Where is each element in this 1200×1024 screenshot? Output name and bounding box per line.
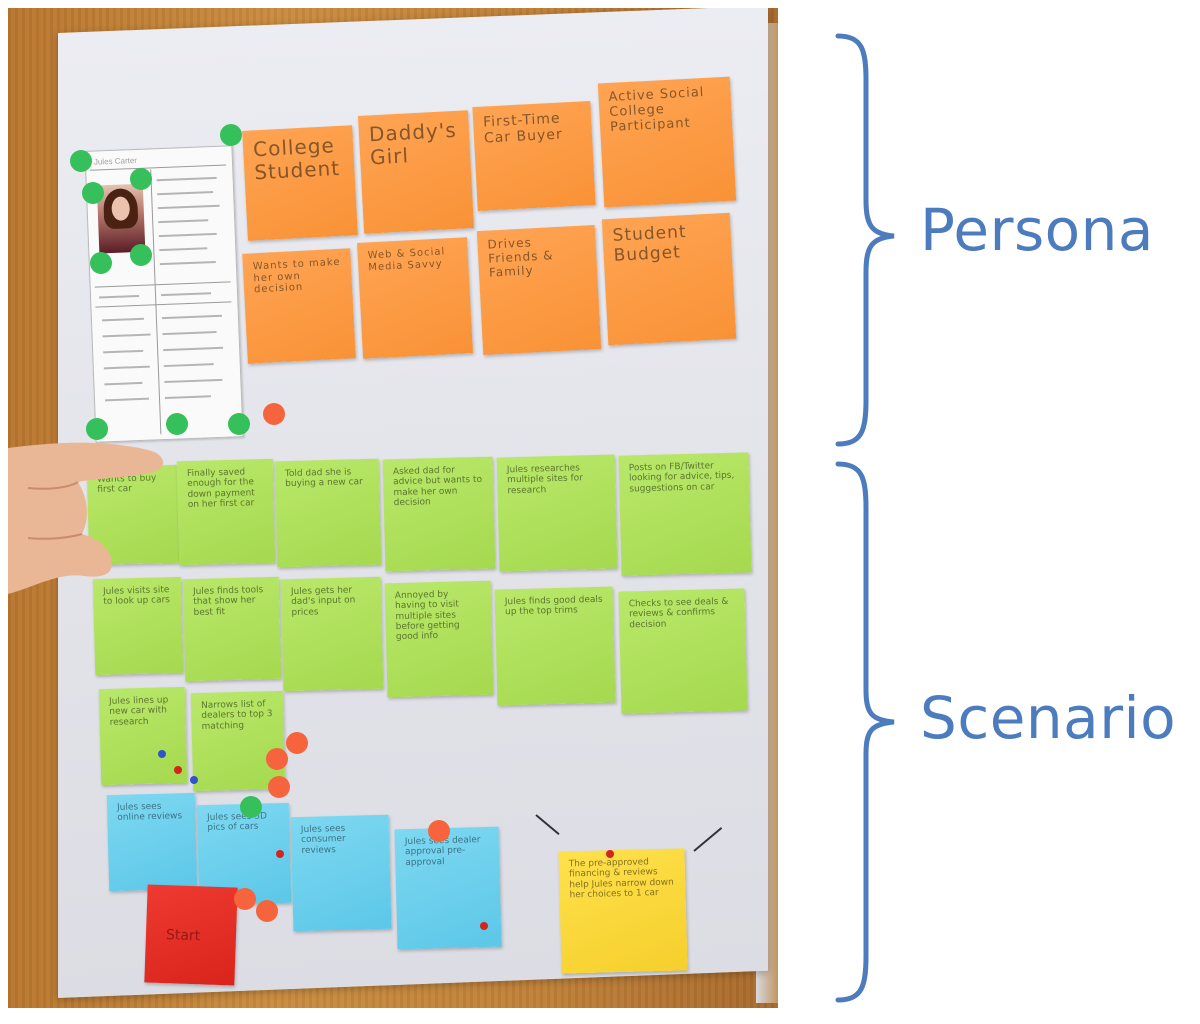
green-dot [130,168,152,190]
scenario-note: Checks to see deals & reviews & confirms… [618,588,748,714]
persona-profile-sheet: Jules Carter [84,145,244,443]
orange-dot [266,748,288,770]
green-dot [82,182,104,204]
orange-dot [256,900,278,922]
orange-dot [263,403,285,425]
persona-note: Drives Friends & Family [476,224,602,356]
outcome-note: The pre-approved financing & reviews hel… [558,848,688,974]
green-dot [220,124,242,146]
scenario-note: Narrows list of dealers to top 3 matchin… [190,690,286,792]
green-dot [86,418,108,440]
profile-divider [95,301,232,308]
storyboard-photo: Jules Carter [8,8,778,1008]
green-dot [90,252,112,274]
scenario-note: Jules researches multiple sites for rese… [496,454,618,572]
scenario-note: Annoyed by having to visit multiple site… [384,580,494,698]
blue-dot [190,776,198,784]
scenario-note: Asked dad for advice but wants to make h… [382,456,496,572]
profile-header: Jules Carter [93,155,138,167]
persona-portrait [96,183,146,254]
green-dot [166,413,188,435]
scenario-note: Jules gets her dad's input on prices [280,576,384,692]
orange-dot [286,732,308,754]
red-dot [174,766,182,774]
profile-divider [150,169,162,435]
persona-note: College Student [242,125,358,241]
persona-note: Web & Social Media Savvy [357,237,473,359]
blue-dot [158,750,166,758]
persona-note: Active Social College Participant [597,76,737,208]
scenario-note: Jules finds tools that show her best fit [182,576,282,682]
persona-note: First-Time Car Buyer [472,100,596,212]
profile-divider [94,281,231,288]
hand-image [8,442,164,594]
green-dot [240,796,262,818]
scenario-note: Finally saved enough for the down paymen… [176,458,276,566]
scenario-note: Posts on FB/Twitter looking for advice, … [618,452,752,576]
persona-brace [835,33,895,447]
green-dot [228,413,250,435]
persona-note: Daddy's Girl [357,110,475,234]
orange-dot [234,888,256,910]
green-dot [130,244,152,266]
start-note: Start [144,884,238,986]
scenario-note: Jules finds good deals up the top trims [494,586,616,706]
green-dot [70,150,92,172]
scenario-note: Jules sees dealer approval pre-approval [394,826,502,950]
storyboard-board: Jules Carter [8,8,778,1008]
orange-dot [268,776,290,798]
red-dot [480,922,488,930]
scenario-note: Jules sees online reviews [106,792,198,892]
scenario-brace [835,461,895,1003]
scenario-label: Scenario [920,684,1177,752]
persona-note: Student Budget [601,212,737,346]
red-dot [276,850,284,858]
red-dot [606,850,614,858]
persona-note: Wants to make her own decision [242,248,356,364]
scenario-note: Jules sees consumer reviews [290,814,392,932]
scenario-note: Told dad she is buying a new car [274,458,382,568]
orange-dot [428,820,450,842]
persona-label: Persona [920,196,1154,264]
